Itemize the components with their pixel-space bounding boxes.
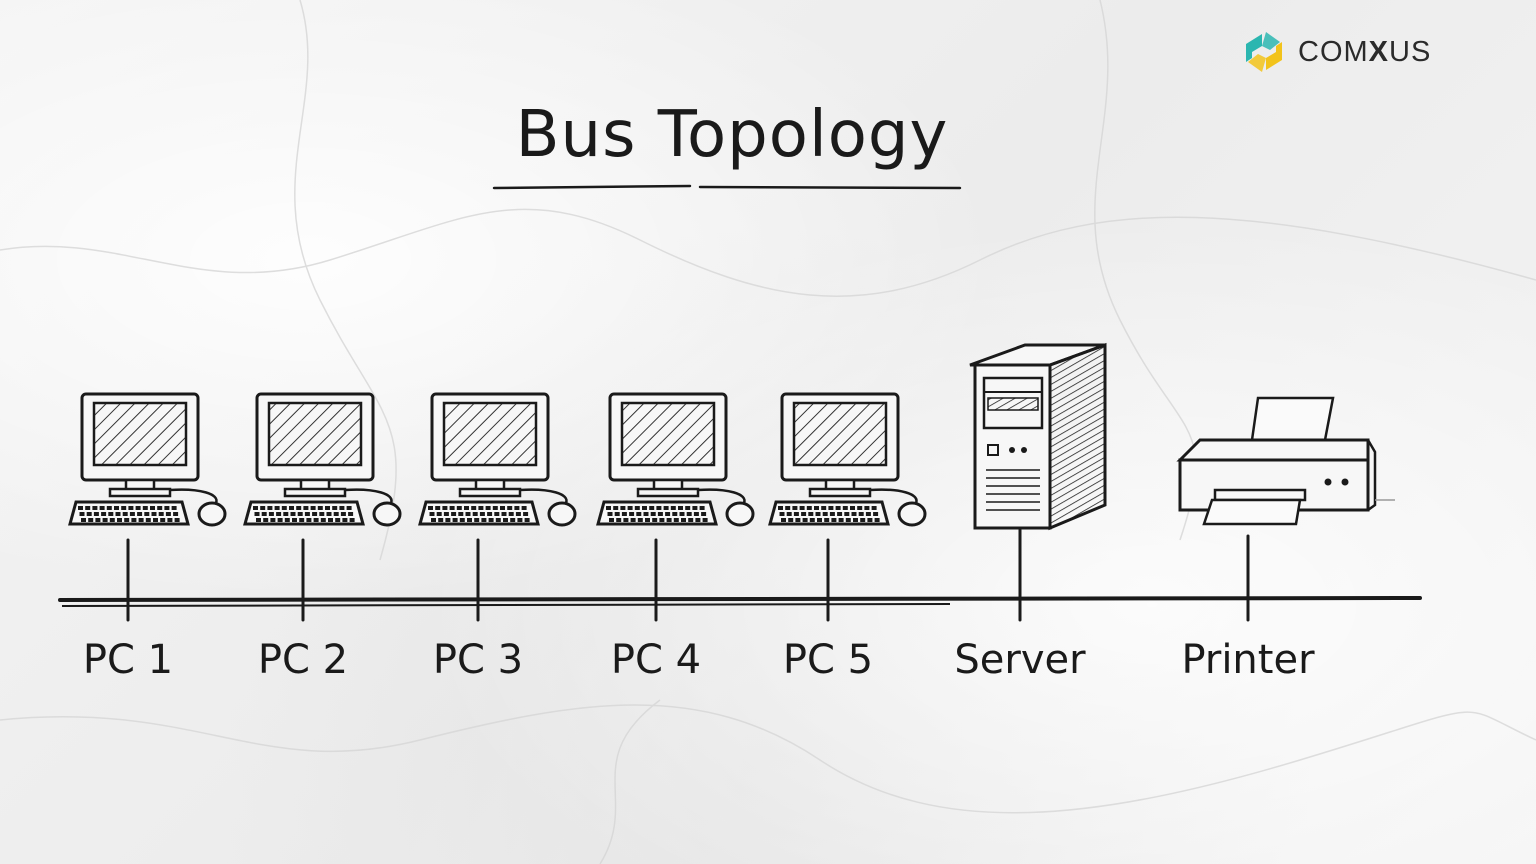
pc-4-label: PC 4 — [610, 637, 702, 683]
server-label: Server — [954, 637, 1086, 683]
diagram-title: Bus Topology — [515, 98, 949, 172]
pc-3-label: PC 3 — [432, 637, 524, 683]
pc-5-label: PC 5 — [782, 637, 874, 683]
title-underline — [492, 184, 962, 190]
pc-4-node — [596, 392, 755, 622]
printer-label: Printer — [1181, 637, 1315, 683]
pc-2-node — [243, 392, 402, 622]
pc-5-node — [768, 392, 927, 622]
pc-2-label: PC 2 — [257, 637, 349, 683]
pc-3-node — [418, 392, 577, 622]
brand-logo: COMXUS — [1240, 28, 1431, 76]
comxus-logo-icon — [1246, 32, 1282, 72]
printer-node — [1176, 396, 1395, 622]
brand-name: COMXUS — [1298, 35, 1432, 68]
pc-1-label: PC 1 — [82, 637, 174, 683]
pc-1-node — [68, 392, 227, 622]
bus-cable — [58, 596, 1422, 607]
server-node — [969, 342, 1107, 622]
